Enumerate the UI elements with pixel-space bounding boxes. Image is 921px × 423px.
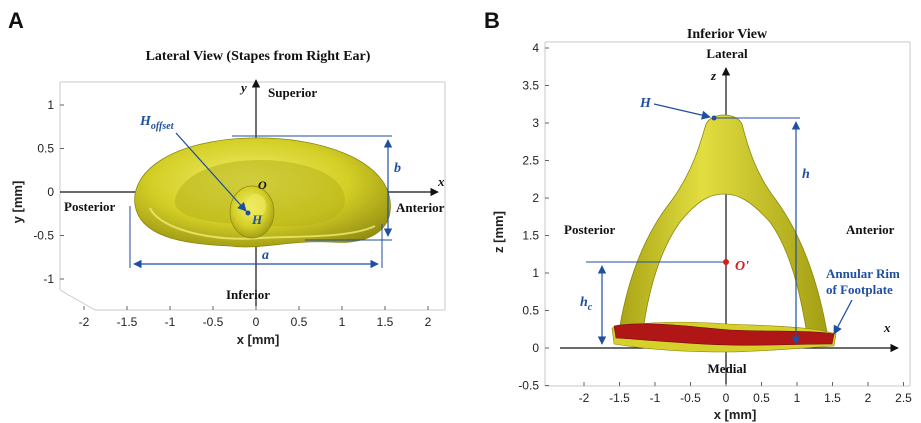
panel-a-a-label: a [262, 248, 269, 263]
stapes-lateral-shape [134, 137, 391, 248]
panel-a-anterior-label: Anterior [396, 200, 445, 215]
panel-b-origin-label: O' [735, 259, 749, 274]
x-tick-label: -1 [165, 315, 176, 329]
panel-b-medial-label: Medial [708, 361, 747, 376]
y-tick-label: 1 [47, 98, 54, 112]
y-tick-label: -1 [43, 272, 54, 286]
panel-a-h-label: H [251, 212, 263, 227]
panel-b-rim-label-1: Annular Rim [826, 266, 900, 281]
panel-a-superior-label: Superior [268, 85, 317, 100]
panel-a-y-axis-label: y [mm] [10, 181, 25, 224]
panel-b-posterior-label: Posterior [564, 222, 615, 237]
x-tick-label: 1.5 [377, 315, 394, 329]
panel-a-origin-label: O [258, 178, 267, 192]
panel-b-origin-point [723, 259, 729, 265]
y-tick-label: 0 [532, 341, 539, 355]
x-tick-label: -1.5 [609, 391, 630, 405]
panel-a-y-ticks: -1 -0.5 0 0.5 1 [33, 98, 64, 286]
y-tick-label: 4 [532, 41, 539, 55]
panel-b-y-axis-label: z [mm] [491, 211, 506, 253]
panel-b-h-arrow [653, 103, 711, 120]
panel-b: B -0.5 0 0.5 1 1.5 2 2.5 3 3.5 4 -2 -1.5 -1 -0.5 0 0.5… [484, 8, 912, 422]
x-tick-label: -2 [79, 315, 90, 329]
y-tick-label: -0.5 [33, 229, 54, 243]
panel-b-h-label: H [639, 96, 652, 111]
y-tick-label: 3.5 [522, 79, 539, 93]
panel-a-x-letter: x [437, 174, 445, 189]
y-tick-label: 0.5 [522, 304, 539, 318]
x-tick-label: -1.5 [117, 315, 138, 329]
panel-a-posterior-label: Posterior [64, 199, 115, 214]
x-tick-label: -2 [579, 391, 590, 405]
x-tick-label: 1 [339, 315, 346, 329]
y-tick-label: 0 [47, 185, 54, 199]
x-tick-label: -1 [650, 391, 661, 405]
panel-a-title: Lateral View (Stapes from Right Ear) [146, 49, 371, 64]
x-tick-label: -0.5 [680, 391, 701, 405]
panel-a: A -1 -0.5 0 0.5 1 -2 -1.5 -1 -0.5 0 0.5 1 1.5 2 y [m… [8, 8, 446, 347]
x-tick-label: 0 [253, 315, 260, 329]
panel-a-b-label: b [394, 161, 401, 176]
y-tick-label: 0.5 [37, 142, 54, 156]
x-tick-label: 2.5 [895, 391, 912, 405]
x-tick-label: -0.5 [203, 315, 224, 329]
x-tick-label: 2 [425, 315, 432, 329]
y-tick-label: 2 [532, 191, 539, 205]
panel-a-inferior-label: Inferior [226, 287, 270, 302]
panel-b-z-letter: z [710, 68, 717, 83]
panel-b-x-letter: x [883, 320, 891, 335]
panel-b-x-ticks: -2 -1.5 -1 -0.5 0 0.5 1 1.5 2 2.5 [579, 382, 912, 405]
panel-b-x-axis-label: x [mm] [714, 407, 757, 422]
stapes-inferior-shape [611, 114, 837, 353]
panel-a-hoffset-arrow [175, 132, 247, 212]
y-tick-label: 1 [532, 266, 539, 280]
x-tick-label: 0.5 [753, 391, 770, 405]
panel-a-x-axis-label: x [mm] [237, 332, 280, 347]
x-tick-label: 0.5 [291, 315, 308, 329]
panel-b-label: B [484, 8, 500, 33]
y-tick-label: 1.5 [522, 229, 539, 243]
panel-b-frame [544, 41, 911, 387]
panel-b-title: Inferior View [687, 27, 768, 42]
x-tick-label: 0 [723, 391, 730, 405]
panel-a-x-ticks: -2 -1.5 -1 -0.5 0 0.5 1 1.5 2 [79, 306, 432, 329]
panel-b-h-dim-label: h [802, 167, 810, 182]
panel-b-rim-arrow [833, 299, 853, 335]
panel-b-rim-label-2: of Footplate [826, 282, 893, 297]
x-tick-label: 1 [794, 391, 801, 405]
panel-a-y-letter: y [239, 80, 247, 95]
panel-b-y-ticks: -0.5 0 0.5 1 1.5 2 2.5 3 3.5 4 [518, 41, 549, 393]
panel-b-anterior-label: Anterior [846, 222, 895, 237]
y-tick-label: 3 [532, 116, 539, 130]
panel-a-label: A [8, 8, 24, 33]
y-tick-label: -0.5 [518, 379, 539, 393]
x-tick-label: 1.5 [824, 391, 841, 405]
panel-b-hc-label: hc [580, 295, 593, 313]
y-tick-label: 2.5 [522, 154, 539, 168]
panel-a-h-point [245, 210, 251, 216]
panel-b-lateral-label: Lateral [706, 46, 748, 61]
x-tick-label: 2 [865, 391, 872, 405]
panel-a-hoffset-label: Hoffset [139, 114, 175, 132]
